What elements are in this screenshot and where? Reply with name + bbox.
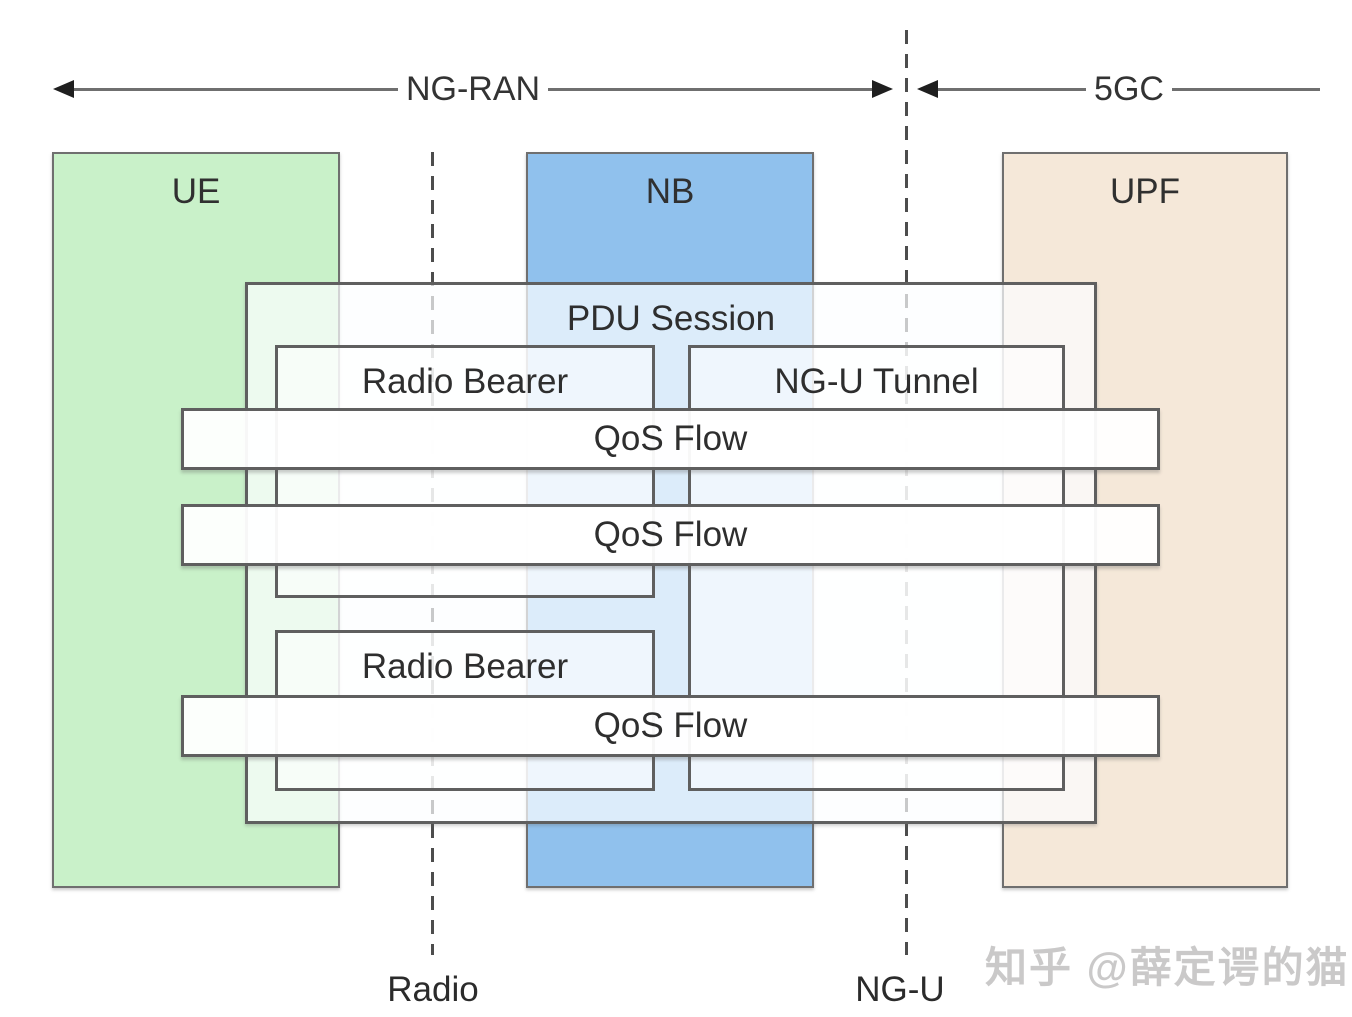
qos-flow-bar-3: QoS Flow [181, 695, 1160, 757]
nb-label: NB [645, 172, 695, 211]
ngu-tunnel-label: NG-U Tunnel [774, 362, 979, 401]
zhihu-watermark: 知乎 @薛定谔的猫 [985, 944, 1350, 991]
arrowhead-left-icon [917, 80, 938, 98]
qos-flow-bar-2: QoS Flow [181, 504, 1160, 566]
radio-interface-label: Radio [387, 970, 479, 1009]
arrow-line [1171, 87, 1321, 91]
arrow-line [938, 87, 1087, 91]
arrowhead-right-icon [872, 80, 894, 98]
fivegc-label: 5GC [1094, 70, 1164, 108]
arrowhead-left-icon [53, 80, 74, 98]
ngu-interface-label: NG-U [855, 970, 945, 1009]
radio-bearer-label: Radio Bearer [361, 362, 569, 401]
upf-label: UPF [1110, 172, 1180, 211]
arrow-line [74, 87, 398, 91]
ngran-label: NG-RAN [405, 70, 541, 108]
fivegc-span-arrow: 5GC [917, 70, 1321, 108]
pdu-session-label: PDU Session [566, 299, 776, 338]
qos-flow-bar-1: QoS Flow [181, 408, 1160, 470]
arrow-line [548, 87, 873, 91]
radio-bearer-label: Radio Bearer [361, 647, 569, 686]
ue-label: UE [171, 172, 221, 211]
ngran-span-arrow: NG-RAN [53, 70, 894, 108]
